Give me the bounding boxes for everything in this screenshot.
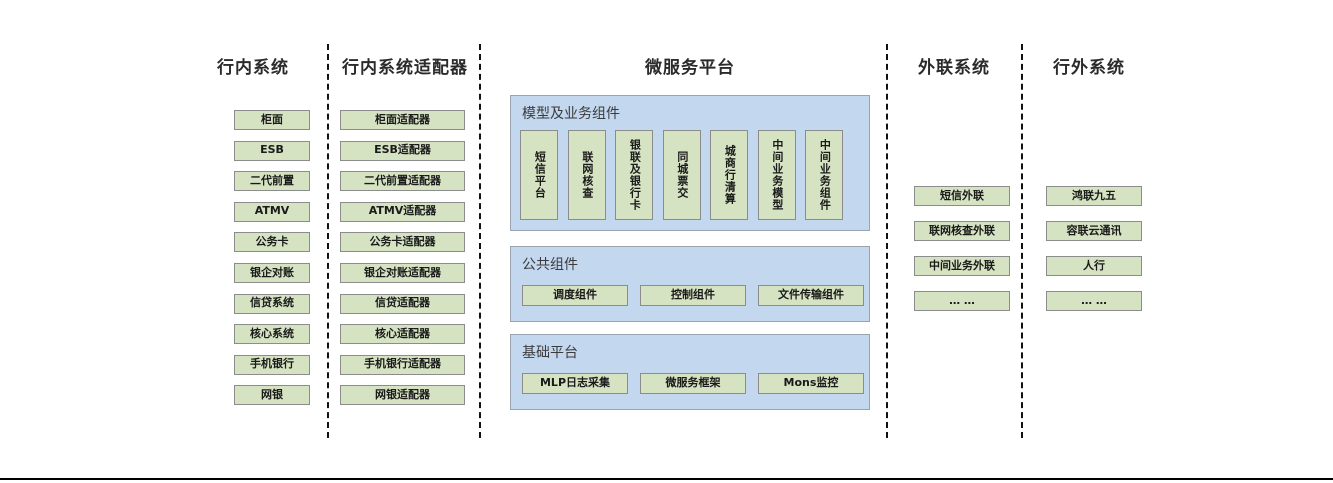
node-base-platform-component: 微服务框架 (640, 373, 746, 394)
node-model-component: 中间业务模型 (757, 130, 796, 220)
column-title-microservice-platform: 微服务平台 (645, 58, 735, 78)
node-internal-adapter: 柜面适配器 (340, 110, 465, 130)
panel-title-model-business-components: 模型及业务组件 (522, 106, 620, 122)
column-title-internal-adapters: 行内系统适配器 (342, 58, 468, 78)
node-internal-system: 二代前置 (234, 171, 310, 192)
column-title-internal-systems: 行内系统 (217, 58, 289, 78)
node-model-component: 同城票交 (662, 130, 701, 220)
node-model-component: 短信平台 (520, 130, 558, 220)
node-internal-adapter: 核心适配器 (340, 324, 465, 345)
column-divider-3 (886, 44, 888, 438)
node-internal-adapter: 信贷适配器 (340, 293, 465, 314)
panel-public-components (510, 246, 870, 322)
panel-base-platform (510, 334, 870, 410)
node-internal-system: 网银 (234, 385, 310, 406)
node-internal-system: ESB (234, 140, 310, 161)
node-outside-bank-system: … … (1046, 291, 1142, 311)
column-title-external-liaison-systems: 外联系统 (918, 58, 990, 78)
node-external-liaison-system: 联网核查外联 (914, 221, 1010, 241)
node-internal-adapter: 手机银行适配器 (340, 354, 465, 375)
node-internal-system: 柜面 (234, 110, 310, 130)
node-model-component: 中间业务组件 (805, 130, 843, 220)
node-internal-system: 手机银行 (234, 354, 310, 375)
column-divider-1 (327, 44, 329, 438)
column-divider-4 (1021, 44, 1023, 438)
panel-title-base-platform: 基础平台 (522, 345, 578, 361)
node-internal-system: 信贷系统 (234, 293, 310, 314)
node-external-liaison-system: 中间业务外联 (914, 256, 1010, 276)
bottom-divider (0, 478, 1333, 480)
node-model-component: 联网核查 (567, 130, 606, 220)
node-internal-adapter: 公务卡适配器 (340, 232, 465, 253)
node-outside-bank-system: 人行 (1046, 256, 1142, 276)
node-external-liaison-system: 短信外联 (914, 186, 1010, 206)
node-outside-bank-system: 鸿联九五 (1046, 186, 1142, 206)
node-external-liaison-system: … … (914, 291, 1010, 311)
node-internal-system: ATMV (234, 201, 310, 222)
node-public-component: 控制组件 (640, 285, 746, 306)
node-outside-bank-system: 容联云通讯 (1046, 221, 1142, 241)
node-internal-system: 银企对账 (234, 263, 310, 283)
node-internal-system: 公务卡 (234, 232, 310, 253)
node-base-platform-component: Mons监控 (758, 373, 864, 394)
column-divider-2 (479, 44, 481, 438)
column-title-outside-bank-systems: 行外系统 (1053, 58, 1125, 78)
node-model-component: 银联及银行卡 (615, 130, 653, 220)
node-internal-adapter: ESB适配器 (340, 140, 465, 161)
panel-title-public-components: 公共组件 (522, 257, 578, 273)
node-internal-adapter: 银企对账适配器 (340, 263, 465, 283)
node-internal-adapter: 网银适配器 (340, 385, 465, 406)
node-model-component: 城商行清算 (710, 130, 748, 220)
node-internal-system: 核心系统 (234, 324, 310, 345)
node-public-component: 文件传输组件 (758, 285, 864, 306)
node-internal-adapter: 二代前置适配器 (340, 171, 465, 192)
node-internal-adapter: ATMV适配器 (340, 201, 465, 222)
node-base-platform-component: MLP日志采集 (522, 373, 628, 394)
node-public-component: 调度组件 (522, 285, 628, 306)
